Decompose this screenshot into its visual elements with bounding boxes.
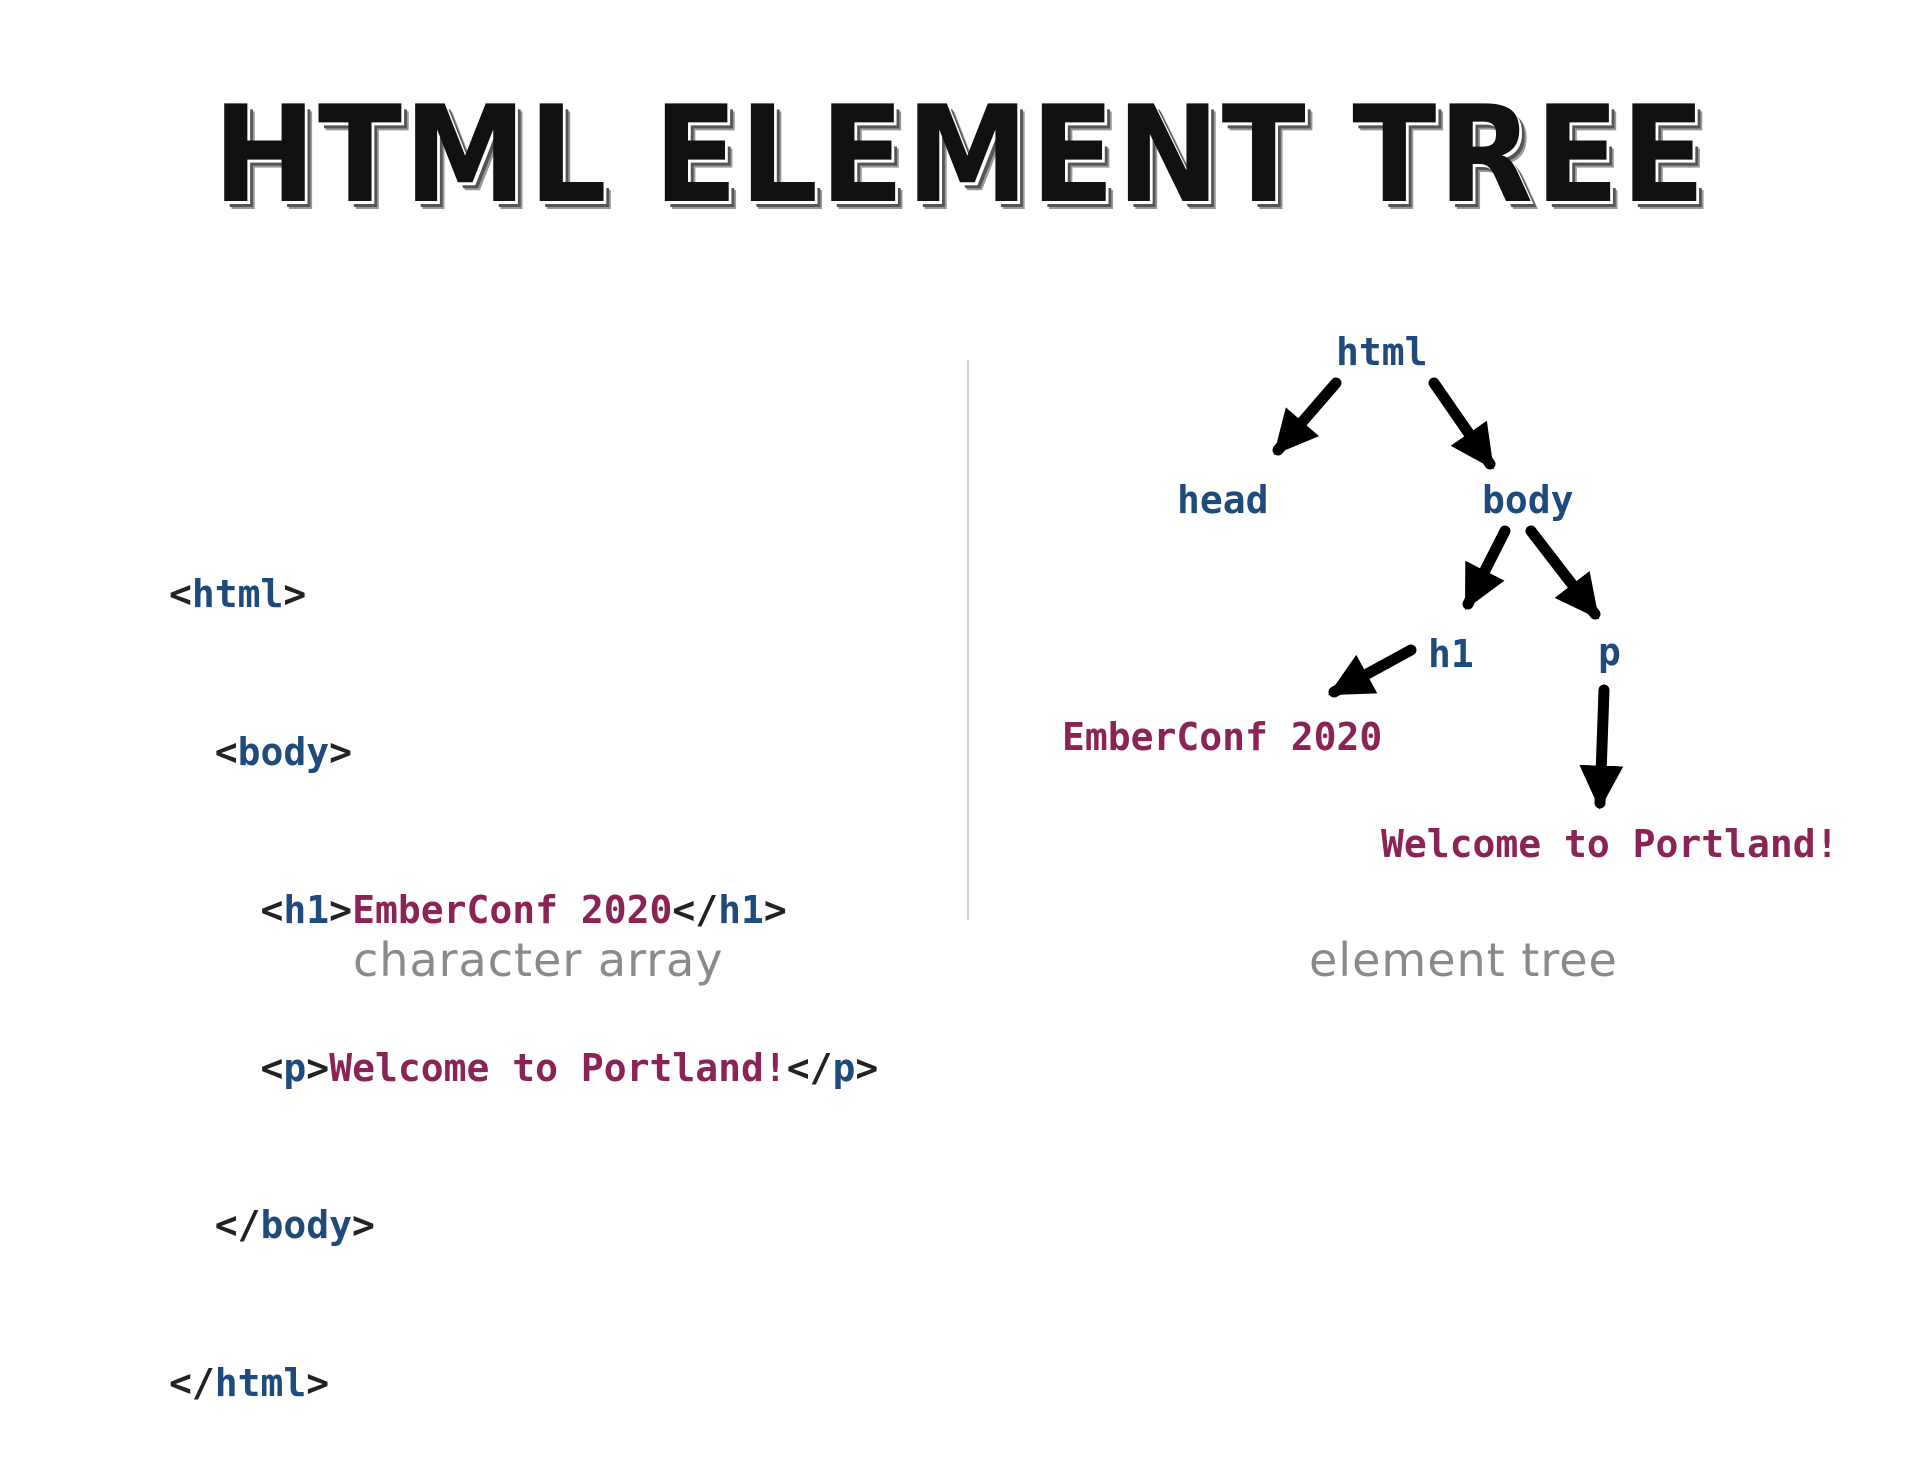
code-punct: <	[260, 887, 284, 932]
arrow-h1-to-text	[1328, 644, 1417, 698]
code-punct: <	[260, 1045, 284, 1090]
code-tag: p	[832, 1045, 856, 1090]
code-punct: >	[855, 1045, 879, 1090]
tree-node-h1: h1	[1428, 632, 1474, 676]
code-punct: >	[306, 1045, 330, 1090]
code-line-html-close: </html>	[169, 1357, 878, 1410]
code-punct: </	[214, 1203, 261, 1248]
tree-node-p-text: Welcome to Portland!	[1381, 822, 1839, 866]
arrow-html-to-body	[1428, 377, 1496, 470]
code-tag: body	[260, 1203, 353, 1248]
code-punct: >	[352, 1203, 375, 1248]
arrow-body-to-h1	[1462, 525, 1511, 610]
code-line-body-close: </body>	[169, 1199, 878, 1252]
code-punct: <	[214, 729, 238, 774]
code-punct: >	[329, 729, 353, 774]
code-line-h1: <h1>EmberConf 2020</h1>	[169, 884, 878, 937]
code-punct: </	[169, 1361, 215, 1406]
arrow-p-to-text	[1579, 684, 1624, 810]
tree-node-p: p	[1598, 630, 1621, 674]
arrow-html-to-head	[1272, 377, 1342, 456]
code-punct: >	[306, 1361, 330, 1406]
code-punct: <	[169, 572, 192, 617]
arrow-body-to-p	[1525, 525, 1601, 620]
tree-node-html: html	[1336, 330, 1428, 374]
slide-title: HTML ELEMENT TREE	[212, 77, 1708, 233]
code-punct: >	[763, 887, 787, 932]
tree-node-body: body	[1482, 478, 1574, 522]
code-punct: >	[283, 572, 307, 617]
tree-node-head: head	[1177, 478, 1269, 522]
code-line-html-open: <html>	[169, 568, 878, 621]
code-punct: </	[672, 887, 719, 932]
caption-element-tree: element tree	[1309, 933, 1618, 987]
caption-character-array: character array	[353, 933, 724, 987]
tree-node-h1-text: EmberConf 2020	[1062, 715, 1383, 759]
code-tag: body	[237, 729, 330, 774]
column-divider	[967, 360, 969, 920]
code-tag: html	[214, 1361, 307, 1406]
code-tag: h1	[283, 887, 330, 932]
code-punct: >	[329, 887, 353, 932]
code-line-body-open: <body>	[169, 726, 878, 779]
tree-arrows	[1272, 377, 1624, 810]
code-text: EmberConf 2020	[352, 887, 673, 932]
code-tag: h1	[718, 887, 764, 932]
code-tag: p	[283, 1045, 307, 1090]
code-tag: html	[191, 572, 284, 617]
